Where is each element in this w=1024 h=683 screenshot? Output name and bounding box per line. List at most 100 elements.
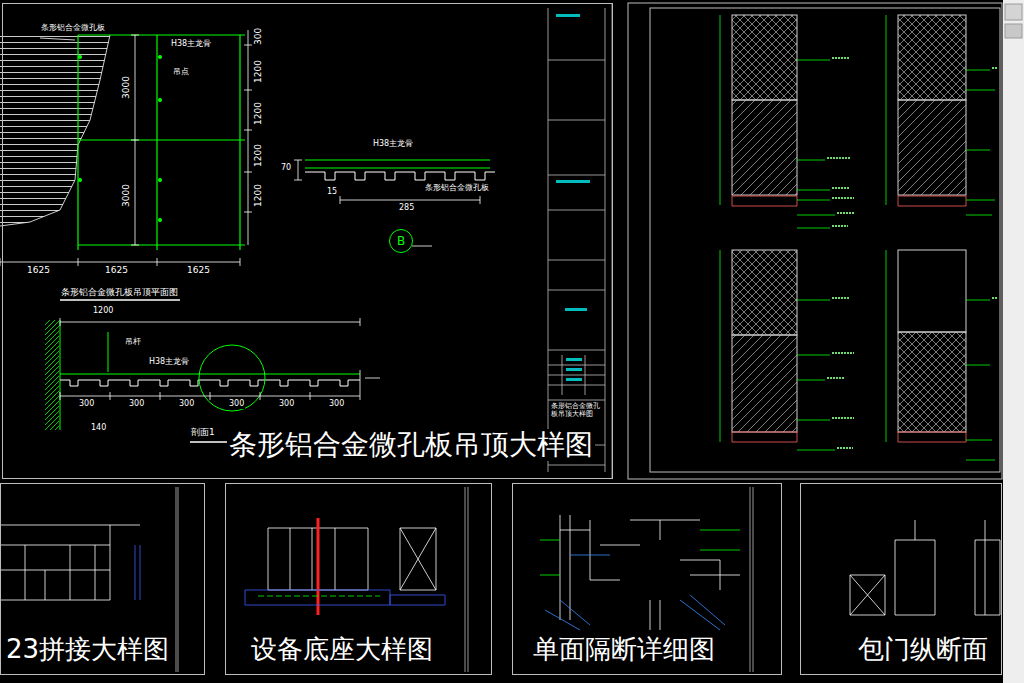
base-plinth xyxy=(258,596,380,597)
dim-line xyxy=(60,392,360,400)
hanger-points xyxy=(78,55,162,222)
dimension-text: 285 xyxy=(398,204,415,213)
equipment-elevation xyxy=(268,528,436,590)
dimension-text: 300 xyxy=(228,400,245,409)
dim-line xyxy=(244,30,252,245)
annotation-text: 条形铝合金微孔板 xyxy=(424,184,490,193)
panel-crosshatch xyxy=(732,15,797,100)
detail-callout: B xyxy=(389,229,413,253)
detail-circle xyxy=(199,345,265,411)
main-runner xyxy=(77,35,78,250)
scrollbar-button xyxy=(1005,4,1022,20)
base-plinth xyxy=(245,590,445,605)
drawing-frame: 包门纵断面 xyxy=(800,483,1002,675)
panel-crosshatch xyxy=(732,250,797,335)
leader-line xyxy=(540,530,740,575)
section-one xyxy=(60,318,380,442)
leader-line xyxy=(797,60,995,460)
dimension-text: 70 xyxy=(280,164,292,173)
dim-line xyxy=(340,196,480,204)
hanger-rod xyxy=(108,332,109,372)
dim-line xyxy=(60,318,360,326)
stamp-bar xyxy=(556,14,580,17)
sheet-border xyxy=(650,8,1000,472)
drawing-title: 23拼接大样图 xyxy=(4,635,171,665)
dimension-text: 1625 xyxy=(104,266,129,276)
hanger-dot xyxy=(78,178,82,182)
hanger-dot xyxy=(158,218,162,222)
dimension-text: 1200 xyxy=(254,59,264,84)
profile-section xyxy=(294,160,495,246)
hanger-dot xyxy=(158,178,162,182)
drawing-frame: 单面隔断详细图 xyxy=(512,483,782,675)
title-block-lines xyxy=(176,487,178,672)
cross-runner xyxy=(78,34,245,35)
drawing-title: 条形铝合金微孔板吊顶大样图 xyxy=(227,429,595,461)
dim-line xyxy=(294,160,302,180)
dimension-text: 1625 xyxy=(186,266,211,276)
dimension-lines xyxy=(0,30,252,300)
annotation-text: 吊杆 xyxy=(124,338,142,347)
callout-letter: B xyxy=(397,235,405,247)
scale-mark xyxy=(412,246,432,247)
dimension-text: 300 xyxy=(178,400,195,409)
dim-line xyxy=(0,258,240,266)
panel-hatch xyxy=(732,335,797,432)
hanger-dot xyxy=(158,98,162,102)
main-runner xyxy=(60,374,360,375)
panel-hatch xyxy=(0,35,110,226)
partition-elevations xyxy=(720,15,998,460)
annotation-text: 剖面1 xyxy=(190,428,216,438)
panel-crosshatch xyxy=(898,332,966,432)
drawing-frame: 条形铝合金微孔板吊顶大样图 B xyxy=(2,3,613,479)
drawing-frame: 23拼接大样图 xyxy=(0,483,205,675)
main-runner xyxy=(156,35,157,250)
dimension-text: 15 xyxy=(326,188,338,197)
dimension-text: 1200 xyxy=(92,307,114,316)
dimension-text: 300 xyxy=(278,400,295,409)
dimension-text: 300 xyxy=(78,400,95,409)
dimension-text: 300 xyxy=(328,400,345,409)
title-block-fill xyxy=(556,14,590,381)
hanger-dot xyxy=(78,55,82,59)
strip-panel xyxy=(60,380,360,386)
panel-hatch xyxy=(732,100,797,195)
drawing-title: 设备底座大样图 xyxy=(249,635,435,665)
title-block xyxy=(548,3,612,478)
drawing-title: 单面隔断详细图 xyxy=(531,635,717,665)
drawing-title: 包门纵断面 xyxy=(856,635,990,665)
dimension-text: 3000 xyxy=(122,183,132,208)
wall-line xyxy=(60,320,61,430)
dimension-text: 1200 xyxy=(254,183,264,208)
dimension-text: 140 xyxy=(90,424,107,433)
main-runner xyxy=(305,160,490,161)
dimension-text: 1625 xyxy=(26,266,51,276)
dimension-text: 300 xyxy=(254,27,264,46)
joint-detail xyxy=(135,545,140,600)
dim-line xyxy=(720,15,886,442)
break-line xyxy=(0,35,110,226)
dim-line xyxy=(131,35,139,245)
annotation-text: 条形铝合金微孔板 xyxy=(40,24,106,33)
stamp-bar xyxy=(566,358,582,361)
main-runner xyxy=(305,168,490,169)
annotation-text: 条形铝合金微孔板吊顶大样图 xyxy=(550,403,604,418)
wall-hatch xyxy=(45,320,59,430)
panel-crosshatch xyxy=(898,15,966,100)
unreadable-note xyxy=(827,58,998,448)
partition-details xyxy=(560,515,740,630)
drawing-frame: 设备底座大样图 xyxy=(225,483,492,675)
cross-runner xyxy=(78,139,245,140)
annotation-text: 吊点 xyxy=(172,68,190,77)
title-block-lines xyxy=(548,3,612,478)
title-block-lines xyxy=(750,487,753,672)
annotation-text: 条形铝合金微孔板吊顶平面图 xyxy=(60,288,179,298)
cross-runner xyxy=(78,244,245,245)
stamp-bar xyxy=(556,180,590,183)
sheet-frame xyxy=(628,3,1002,479)
annotation-text: H38主龙骨 xyxy=(170,40,212,49)
base-line xyxy=(732,196,966,442)
panel-hatch xyxy=(898,100,966,195)
title-block-lines xyxy=(548,60,605,465)
